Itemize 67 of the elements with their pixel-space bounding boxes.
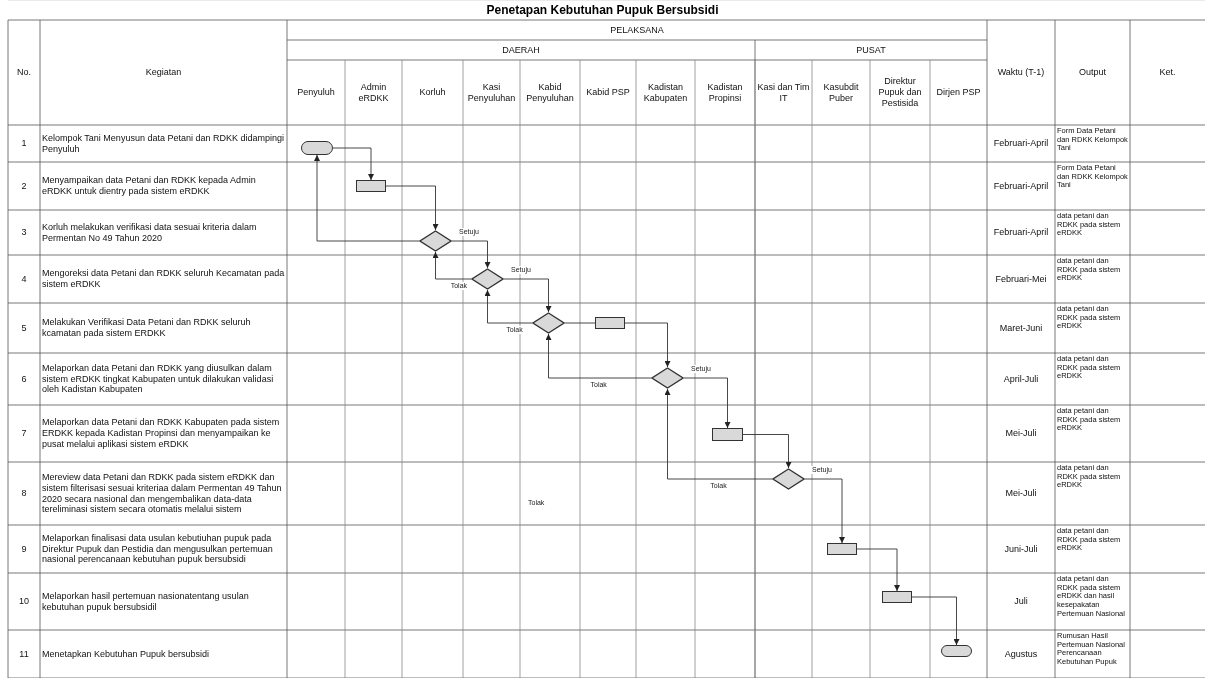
lane-header-text: Kasi Penyuluhan [466,80,517,105]
activity-text: Korluh melakukan verifikasi data sesuai kriteria dalam Permentan No 49 Tahun 2020 [41,220,258,245]
time-text: Mei-Juli [1004,427,1038,441]
time-text: Februari-April [992,137,1050,151]
row-number: 6 [20,372,28,386]
time-text: Februari-Mei [994,272,1048,286]
decision-diamond [772,468,805,490]
header-cell-text: Kegiatan [144,66,183,80]
row-number: 2 [20,179,28,193]
decision-diamond [419,230,452,252]
activity-text: Mereview data Petani dan RDKK pada sistem eRDKK dan sistem filterisasi sesuai kriteriaa dalam Permentan 49 Tahun 2020 secara nasional dan mengembalikan data-data tereliminasi sistem secara otomatis melalui sistem [41,470,283,517]
header-cell-text: No. [16,66,32,80]
terminal-shape [301,141,333,155]
time-text: Agustus [1003,647,1039,661]
row-number: 10 [18,595,30,609]
time-text: Maret-Juni [998,321,1044,335]
decision-diamond [651,367,684,389]
activity-text: Menyampaikan data Petani dan RDKK kepada Admin eRDKK untuk dientry pada sistem eRDKK [41,174,257,198]
time-text: Februari-April [992,226,1050,240]
header-cell-text: Waktu (T-1) [996,66,1046,80]
lane-header-text: Korluh [418,86,447,100]
decision-diamond [471,268,504,290]
row-number: 1 [20,137,28,151]
lane-header-text: Kasi dan Tim IT [756,80,811,105]
terminal-shape [941,645,972,657]
header-cell-text: Output [1078,66,1107,80]
time-text: Februari-April [992,179,1050,193]
activity-text: Melaporkan data Petani dan RDKK yang diusulkan dalam sistem eRDKK tingkat Kabupaten untuk dilakukan validasi oleh Kadistan Kabupaten [41,361,275,397]
row-number: 7 [20,427,28,441]
time-text: Juli [1013,595,1029,609]
row-number: 3 [20,226,28,240]
row-number: 5 [20,321,28,335]
lane-header-text: Kadistan Kabupaten [642,80,689,105]
header-cell-text: DAERAH [501,43,541,57]
lane-header-text: Kabid Penyuluhan [525,80,575,105]
diagram-title: Penetapan Kebutuhan Pupuk Bersubsidi [485,3,720,17]
process-box [827,543,857,555]
activity-text: Kelompok Tani Menyusun data Petani dan RDKK didampingi Penyuluh [41,131,285,156]
row-number: 8 [20,487,28,501]
time-text: April-Juli [1002,372,1040,386]
time-text: Mei-Juli [1004,487,1038,501]
activity-text: Menetapkan Kebutuhan Pupuk bersubsidi [41,647,211,661]
activity-text: Melakukan Verifikasi Data Petani dan RDKK seluruh kcamatan pada sistem ERDKK [41,316,252,340]
row-number: 9 [20,542,28,556]
lane-header-text: Admin eRDKK [357,80,390,105]
connector-line [564,322,596,324]
lane-header-text: Direktur Pupuk dan Pestisida [877,75,923,110]
time-text: Juni-Juli [1003,542,1039,556]
row-number: 11 [18,647,30,661]
lane-header-text: Kasubdit Puber [822,80,860,105]
lane-header-text: Kabid PSP [585,86,631,100]
process-box [595,317,625,329]
process-box [356,180,386,192]
lane-header-text: Dirjen PSP [935,86,982,100]
activity-text: Melaporkan finalisasi data usulan kebutiuhan pupuk pada Direktur Pupuk dan Pestidia dan mengusulkan pertemuan nasional perencanaan kebutuhan pupuk bersubsidi [41,531,274,567]
header-cell-text: Ket. [1158,66,1177,80]
header-cell-text: PELAKSANA [609,23,665,37]
activity-text: Mengoreksi data Petani dan RDKK seluruh Kecamatan pada sistem eRDKK [41,267,286,291]
activity-text: Melaporkan data Petani dan RDKK Kabupaten pada sistem ERDKK kepada Kadistan Propinsi dan menyampaikan ke pusat melalui aplikasi sistem eRDKK [41,416,281,451]
process-box [882,591,912,603]
header-cell-text: PUSAT [855,43,887,57]
lane-header-text: Penyuluh [296,86,336,100]
activity-text: Melaporkan hasil pertemuan nasionatentang usulan kebutuhan pupuk bersubsidil [41,589,250,614]
process-box [712,428,743,441]
lane-header-text: Kadistan Propinsi [706,80,744,105]
decision-diamond [532,312,565,334]
row-number: 4 [20,272,28,286]
